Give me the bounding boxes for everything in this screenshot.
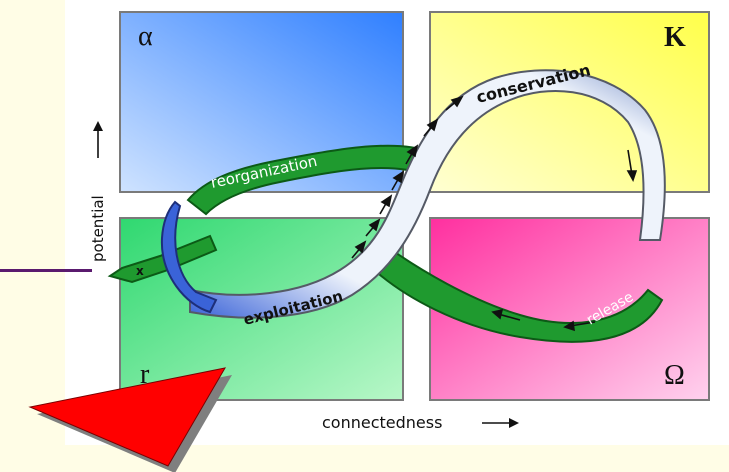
y-axis-arrow-icon [93, 121, 103, 158]
symbol-omega: Ω [664, 360, 685, 391]
reorganization-turn [160, 200, 218, 314]
x-axis-label: connectedness [322, 413, 442, 432]
accent-line [0, 269, 92, 272]
symbol-k: K [664, 22, 686, 53]
flow-arrows [351, 95, 638, 332]
label-exit: x [136, 264, 144, 278]
symbol-alpha: α [138, 21, 153, 52]
reorganization-ribbon [186, 144, 431, 216]
release-ribbon [370, 244, 664, 343]
main-loop-ribbon [189, 69, 666, 319]
x-axis-arrow-icon [482, 418, 519, 428]
y-axis-label: potential [89, 195, 107, 262]
red-arrow-pointer-icon [28, 367, 232, 472]
symbol-r: r [140, 359, 150, 390]
